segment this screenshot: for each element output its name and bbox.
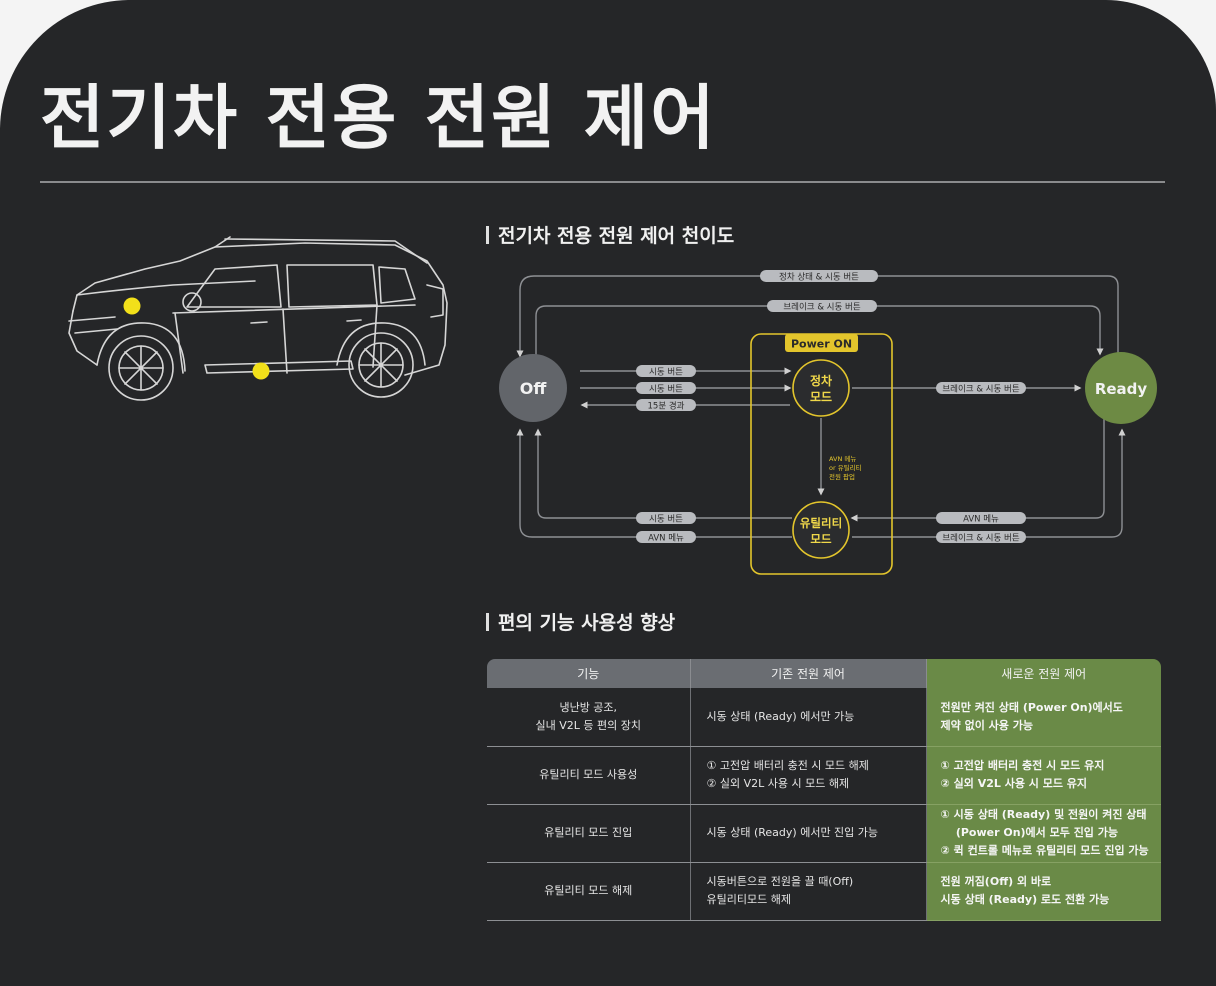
label-park-util-2: or 유틸리티 xyxy=(829,463,862,472)
car-illustration xyxy=(68,236,448,401)
utility-mode-label-1: 유틸리티 xyxy=(800,516,842,530)
table-heading-text: 편의 기능 사용성 향상 xyxy=(498,612,676,634)
header-old-control: 기존 전원 제어 xyxy=(690,659,927,688)
ready-node-label: Ready xyxy=(1095,380,1148,398)
cell-text: 유틸리티 모드 사용성 xyxy=(539,768,638,781)
table-row: 유틸리티 모드 사용성 ① 고전압 배터리 충전 시 모드 해제 ② 실외 V2L … xyxy=(487,746,1161,805)
utility-mode-node xyxy=(792,501,850,559)
label-off-park-1: 시동 버튼 xyxy=(649,367,683,378)
table-row: 유틸리티 모드 해제 시동버튼으로 전원을 끌 때(Off) 유틸리티모드 해제 전원… xyxy=(487,862,1161,921)
feature-cell: 유틸리티 모드 진입 xyxy=(487,804,691,863)
diagram-heading-text: 전기차 전용 전원 제어 천이도 xyxy=(498,225,735,247)
header-feature: 기능 xyxy=(487,659,691,688)
cell-text: 시동 상태 (Ready) 로도 전환 가능 xyxy=(940,893,1110,906)
label-top-outer: 정차 상태 & 시동 버튼 xyxy=(779,272,859,283)
feature-cell: 유틸리티 모드 해제 xyxy=(487,862,691,921)
table-heading: 편의 기능 사용성 향상 xyxy=(486,611,675,635)
parking-mode-label-1: 정차 xyxy=(810,373,832,388)
off-node-label: Off xyxy=(520,379,548,398)
label-park-ready: 브레이크 & 시동 버튼 xyxy=(942,384,1019,395)
title-divider xyxy=(40,181,1165,183)
new-control-cell: ① 고전압 배터리 충전 시 모드 유지 ② 실외 V2L 사용 시 모드 유지 xyxy=(926,746,1161,805)
label-off-park-2: 시동 버튼 xyxy=(649,384,683,395)
heading-bar xyxy=(486,613,489,631)
label-util-off-2: AVN 메뉴 xyxy=(648,534,684,544)
old-control-cell: 시동 상태 (Ready) 에서만 진입 가능 xyxy=(690,804,927,863)
cell-text: 제약 없이 사용 가능 xyxy=(940,718,1033,732)
cell-text: 유틸리티 모드 진입 xyxy=(544,826,633,839)
new-control-cell: ① 시동 상태 (Ready) 및 전원이 켜진 상태 (Power On)에서… xyxy=(926,804,1161,863)
cell-text: 시동 상태 (Ready) 에서만 가능 xyxy=(706,709,855,723)
header-new-control: 새로운 전원 제어 xyxy=(926,659,1161,688)
label-top-inner: 브레이크 & 시동 버튼 xyxy=(783,302,860,313)
off-node xyxy=(499,354,567,422)
cell-text: 시동버튼으로 전원을 끌 때(Off) xyxy=(706,875,854,888)
cell-text: (Power On)에서 모두 진입 가능 xyxy=(940,826,1118,839)
label-ready-util-1: AVN 메뉴 xyxy=(963,515,999,525)
label-off-park-3: 15분 경과 xyxy=(648,401,685,412)
table-row: 유틸리티 모드 진입 시동 상태 (Ready) 에서만 진입 가능 ① 시동 상태… xyxy=(487,804,1161,863)
cell-text: 냉난방 공조, xyxy=(559,700,618,714)
cell-text: 전원 꺼짐(Off) 외 바로 xyxy=(940,875,1052,888)
label-park-util-3: 전원 팝업 xyxy=(829,472,855,481)
cell-text: 유틸리티모드 해제 xyxy=(706,893,791,906)
label-util-off-1: 시동 버튼 xyxy=(649,514,683,525)
old-control-cell: 시동 상태 (Ready) 에서만 가능 xyxy=(690,688,927,747)
cell-text: 유틸리티 모드 해제 xyxy=(544,884,633,897)
cell-text: ② 실외 V2L 사용 시 모드 해제 xyxy=(706,777,850,790)
power-on-label: Power ON xyxy=(791,338,852,351)
power-on-tag xyxy=(785,334,858,352)
cell-text: ① 고전압 배터리 충전 시 모드 유지 xyxy=(940,759,1105,772)
cell-text: ① 시동 상태 (Ready) 및 전원이 켜진 상태 xyxy=(940,808,1147,821)
cell-text: 전원만 켜진 상태 (Power On)에서도 xyxy=(940,700,1123,714)
cell-text: ② 퀵 컨트롤 메뉴로 유틸리티 모드 진입 가능 xyxy=(940,844,1149,857)
label-park-util-1: AVN 메뉴 xyxy=(829,455,856,463)
diagram-heading: 전기차 전용 전원 제어 천이도 xyxy=(486,224,734,248)
label-ready-util-2: 브레이크 & 시동 버튼 xyxy=(942,533,1019,544)
parking-mode-label-2: 모드 xyxy=(810,390,832,404)
ready-node xyxy=(1085,352,1157,424)
old-control-cell: ① 고전압 배터리 충전 시 모드 해제 ② 실외 V2L 사용 시 모드 해제 xyxy=(690,746,927,805)
cell-text: ② 실외 V2L 사용 시 모드 유지 xyxy=(940,777,1088,790)
utility-mode-label-2: 모드 xyxy=(810,532,832,546)
feature-cell: 유틸리티 모드 사용성 xyxy=(487,746,691,805)
feature-cell: 냉난방 공조, 실내 V2L 등 편의 장치 xyxy=(487,688,691,747)
comparison-table: 기능 기존 전원 제어 새로운 전원 제어 냉난방 공조, 실내 V2L 등 편의… xyxy=(487,659,1161,921)
parking-mode-node xyxy=(792,359,850,417)
cell-text: ① 고전압 배터리 충전 시 모드 해제 xyxy=(706,759,869,772)
table-row: 냉난방 공조, 실내 V2L 등 편의 장치 시동 상태 (Ready) 에서만 가… xyxy=(487,688,1161,747)
heading-bar xyxy=(486,226,489,244)
old-control-cell: 시동버튼으로 전원을 끌 때(Off) 유틸리티모드 해제 xyxy=(690,862,927,921)
cell-text: 시동 상태 (Ready) 에서만 진입 가능 xyxy=(706,826,879,839)
page-title: 전기차 전용 전원 제어 xyxy=(40,77,717,159)
cell-text: 실내 V2L 등 편의 장치 xyxy=(535,718,641,732)
table-header-row: 기능 기존 전원 제어 새로운 전원 제어 xyxy=(487,659,1161,688)
